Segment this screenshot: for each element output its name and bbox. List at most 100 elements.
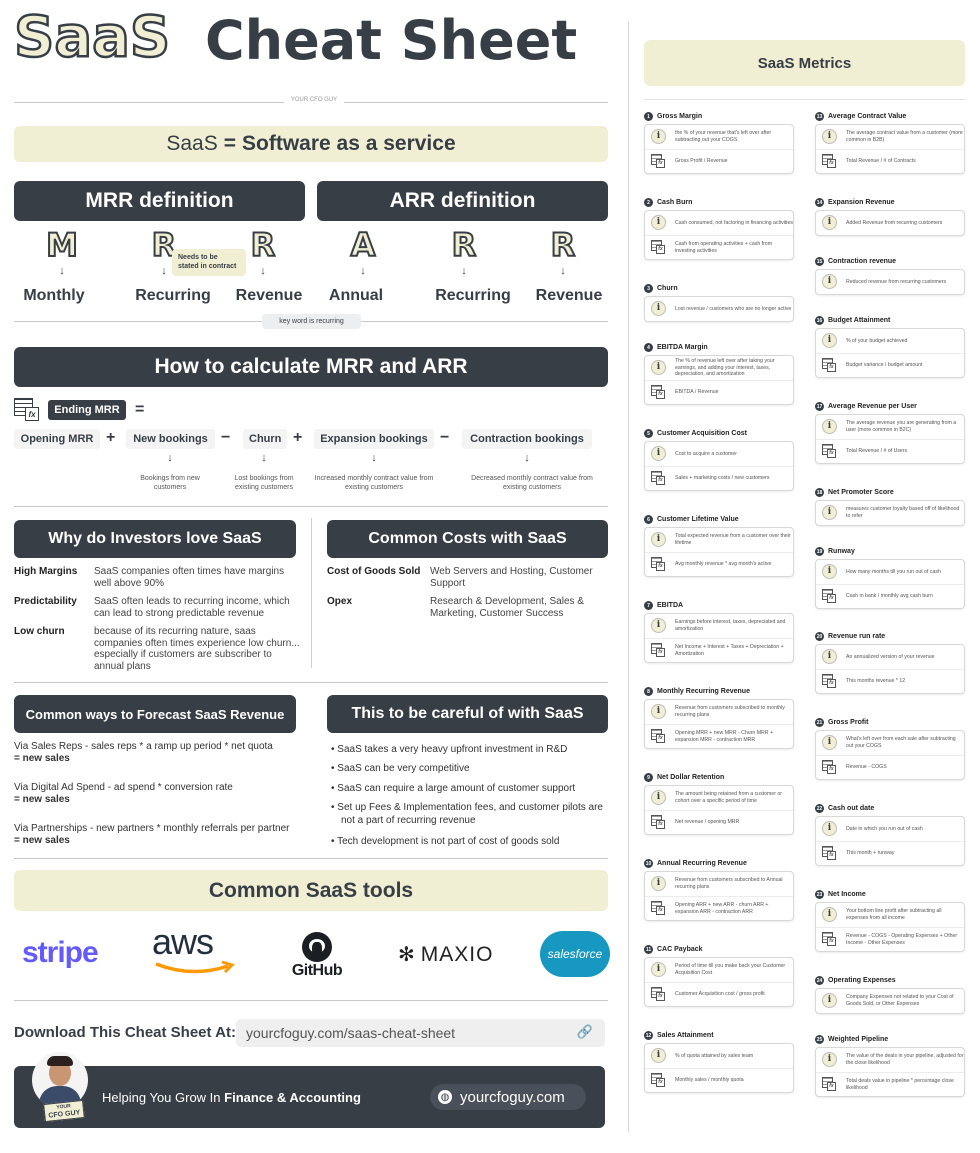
metric-name: Expansion Revenue bbox=[828, 199, 895, 206]
metric-name: Monthly Recurring Revenue bbox=[657, 688, 750, 695]
formula-icon: fx bbox=[651, 557, 666, 572]
link-icon[interactable]: 🔗 bbox=[576, 1024, 593, 1039]
arrow-down-icon: ↓ bbox=[524, 452, 530, 464]
metric-number-badge: 11 bbox=[644, 945, 653, 954]
formula-icon: fx bbox=[822, 846, 837, 861]
term-expansion-bookings: Expansion bookings bbox=[314, 429, 434, 449]
info-icon: i bbox=[822, 215, 837, 230]
costs-header: Common Costs with SaaS bbox=[327, 520, 608, 558]
metric-name: Average Revenue per User bbox=[828, 403, 917, 410]
metric-definition: Earnings before interest, taxes, depreci… bbox=[675, 619, 786, 632]
footer-site-link[interactable]: ◍ yourcfoguy.com bbox=[430, 1084, 586, 1110]
metric-definition: Period of time till you make back your C… bbox=[675, 963, 786, 976]
formula-icon: fx bbox=[651, 987, 666, 1002]
forecast-item-2: Via Digital Ad Spend - ad spend * conver… bbox=[14, 782, 233, 805]
costs-text-opex: Research & Development, Sales & Marketin… bbox=[430, 596, 584, 619]
metric-definition: measures customer loyalty based off of l… bbox=[846, 506, 960, 519]
info-icon: i bbox=[651, 360, 666, 375]
metric-number-badge: 13 bbox=[815, 112, 824, 121]
formula-icon: fx bbox=[651, 240, 666, 255]
info-icon: i bbox=[822, 649, 837, 664]
download-url-field[interactable]: yourcfoguy.com/saas-cheat-sheet 🔗 bbox=[236, 1019, 605, 1047]
word-recurring-arr: Recurring bbox=[435, 287, 511, 304]
contract-tooltip: Needs to be stated in contract bbox=[172, 249, 246, 276]
metric-number-badge: 19 bbox=[815, 547, 824, 556]
word-annual: Annual bbox=[328, 287, 384, 304]
stripe-logo: stripe bbox=[22, 936, 99, 969]
metric-name: Churn bbox=[657, 285, 678, 292]
note-expansion: Increased monthly contract value from ex… bbox=[314, 475, 434, 492]
formula-icon: fx bbox=[822, 1077, 837, 1092]
arrow-down-icon: ↓ bbox=[161, 265, 167, 277]
brand-small: YOUR CFO GUY bbox=[290, 97, 338, 103]
metric-formula: Revenue - COGS bbox=[846, 764, 887, 771]
info-icon: i bbox=[651, 129, 666, 144]
costs-label-opex: Opex bbox=[327, 596, 353, 607]
info-icon: i bbox=[651, 215, 666, 230]
formula-icon: fx bbox=[651, 729, 666, 744]
note-contraction: Decreased monthly contract value from ex… bbox=[471, 475, 593, 492]
info-icon: i bbox=[822, 129, 837, 144]
info-icon: i bbox=[822, 419, 837, 434]
investors-label-predictability: Predictability bbox=[14, 596, 77, 607]
term-churn: Churn bbox=[243, 429, 287, 449]
maxio-mark-icon: ✻ bbox=[398, 944, 415, 966]
arrow-down-icon: ↓ bbox=[360, 265, 366, 277]
metric-number-badge: 18 bbox=[815, 488, 824, 497]
metric-definition-row: i% of your budget achieved bbox=[816, 329, 964, 353]
metric-name: Runway bbox=[828, 548, 855, 555]
metric-definition: The average contract value from a custom… bbox=[846, 130, 963, 143]
formula-icon: fx bbox=[822, 932, 837, 947]
metric-definition: Your bottom line profit after subtractin… bbox=[846, 908, 942, 921]
metric-definition: % of your budget achieved bbox=[846, 337, 908, 344]
arrow-down-icon: ↓ bbox=[560, 265, 566, 277]
metric-name: Cash out date bbox=[828, 805, 875, 812]
info-icon: i bbox=[651, 962, 666, 977]
salesforce-logo: salesforce bbox=[540, 931, 610, 977]
metric-formula: EBITDA / Revenue bbox=[675, 389, 719, 396]
metric-formula: Budget variance / budget amount bbox=[846, 362, 923, 369]
info-icon: i bbox=[822, 564, 837, 579]
metric-number-badge: 20 bbox=[815, 632, 824, 641]
arrow-down-icon: ↓ bbox=[167, 452, 173, 464]
title-outline: SaaS bbox=[13, 5, 172, 70]
arrow-down-icon: ↓ bbox=[371, 452, 377, 464]
metric-number-badge: 16 bbox=[815, 316, 824, 325]
